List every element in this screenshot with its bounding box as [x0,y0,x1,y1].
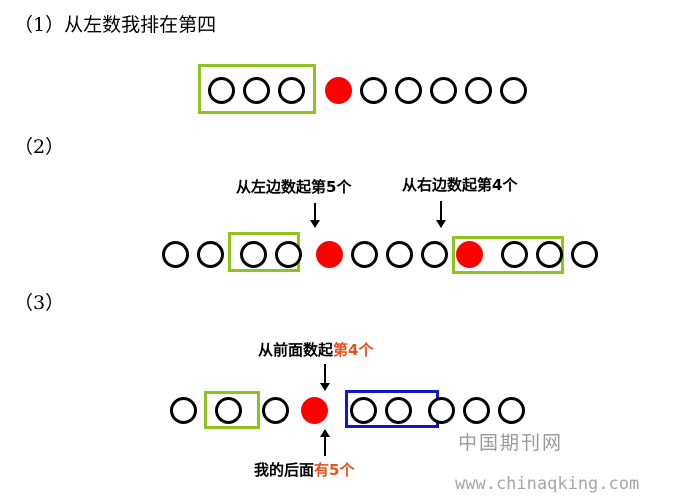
circle [500,76,527,104]
circle [501,240,528,268]
section1-green-box [198,64,316,114]
circle [197,240,224,268]
circle [278,76,305,104]
circle [350,396,377,424]
circle [243,76,270,104]
section3-green-box [204,391,260,429]
circle [463,396,490,424]
label-bottom-highlight: 有5个 [314,461,355,479]
arrow-down-right [436,201,446,228]
arrow-down-top [320,364,330,391]
arrow-down-left [310,203,320,228]
section3-label-top: 从前面数起第4个 [258,341,373,359]
circle [170,396,197,424]
circle [465,76,492,104]
circle [386,240,413,268]
circle [571,240,598,268]
section1-circle-row [208,70,535,110]
section3-heading: （3） [14,292,65,314]
red-circle [316,240,343,268]
circle [360,76,387,104]
red-circle [456,240,483,268]
section3-label-bottom: 我的后面有5个 [254,461,354,479]
circle [536,240,563,268]
section3-circle-row [170,390,533,430]
circle [385,396,412,424]
circle [430,76,457,104]
watermark-url: www.chinaqking.com [455,474,640,494]
circle [395,76,422,104]
circle [498,396,525,424]
circle [162,240,189,268]
red-circle [325,76,352,104]
circle [421,240,448,268]
circle [428,396,455,424]
section2-heading: （2） [14,136,65,158]
circle [262,396,289,424]
circle [208,76,235,104]
section2-circle-row [162,234,606,274]
circle [240,240,267,268]
red-circle [301,396,328,424]
circle [351,240,378,268]
circle [275,240,302,268]
label-top-highlight: 第4个 [333,341,374,359]
section2-label-right: 从右边数起第4个 [402,176,518,194]
label-top-main: 从前面数起 [258,341,334,359]
label-bottom-main: 我的后面 [254,461,315,479]
watermark-site-name: 中国期刊网 [458,432,564,454]
section1-heading: （1）从左数我排在第四 [14,14,217,36]
section2-label-left: 从左边数起第5个 [236,178,352,196]
circle [215,396,242,424]
arrow-up-bottom [320,429,330,456]
